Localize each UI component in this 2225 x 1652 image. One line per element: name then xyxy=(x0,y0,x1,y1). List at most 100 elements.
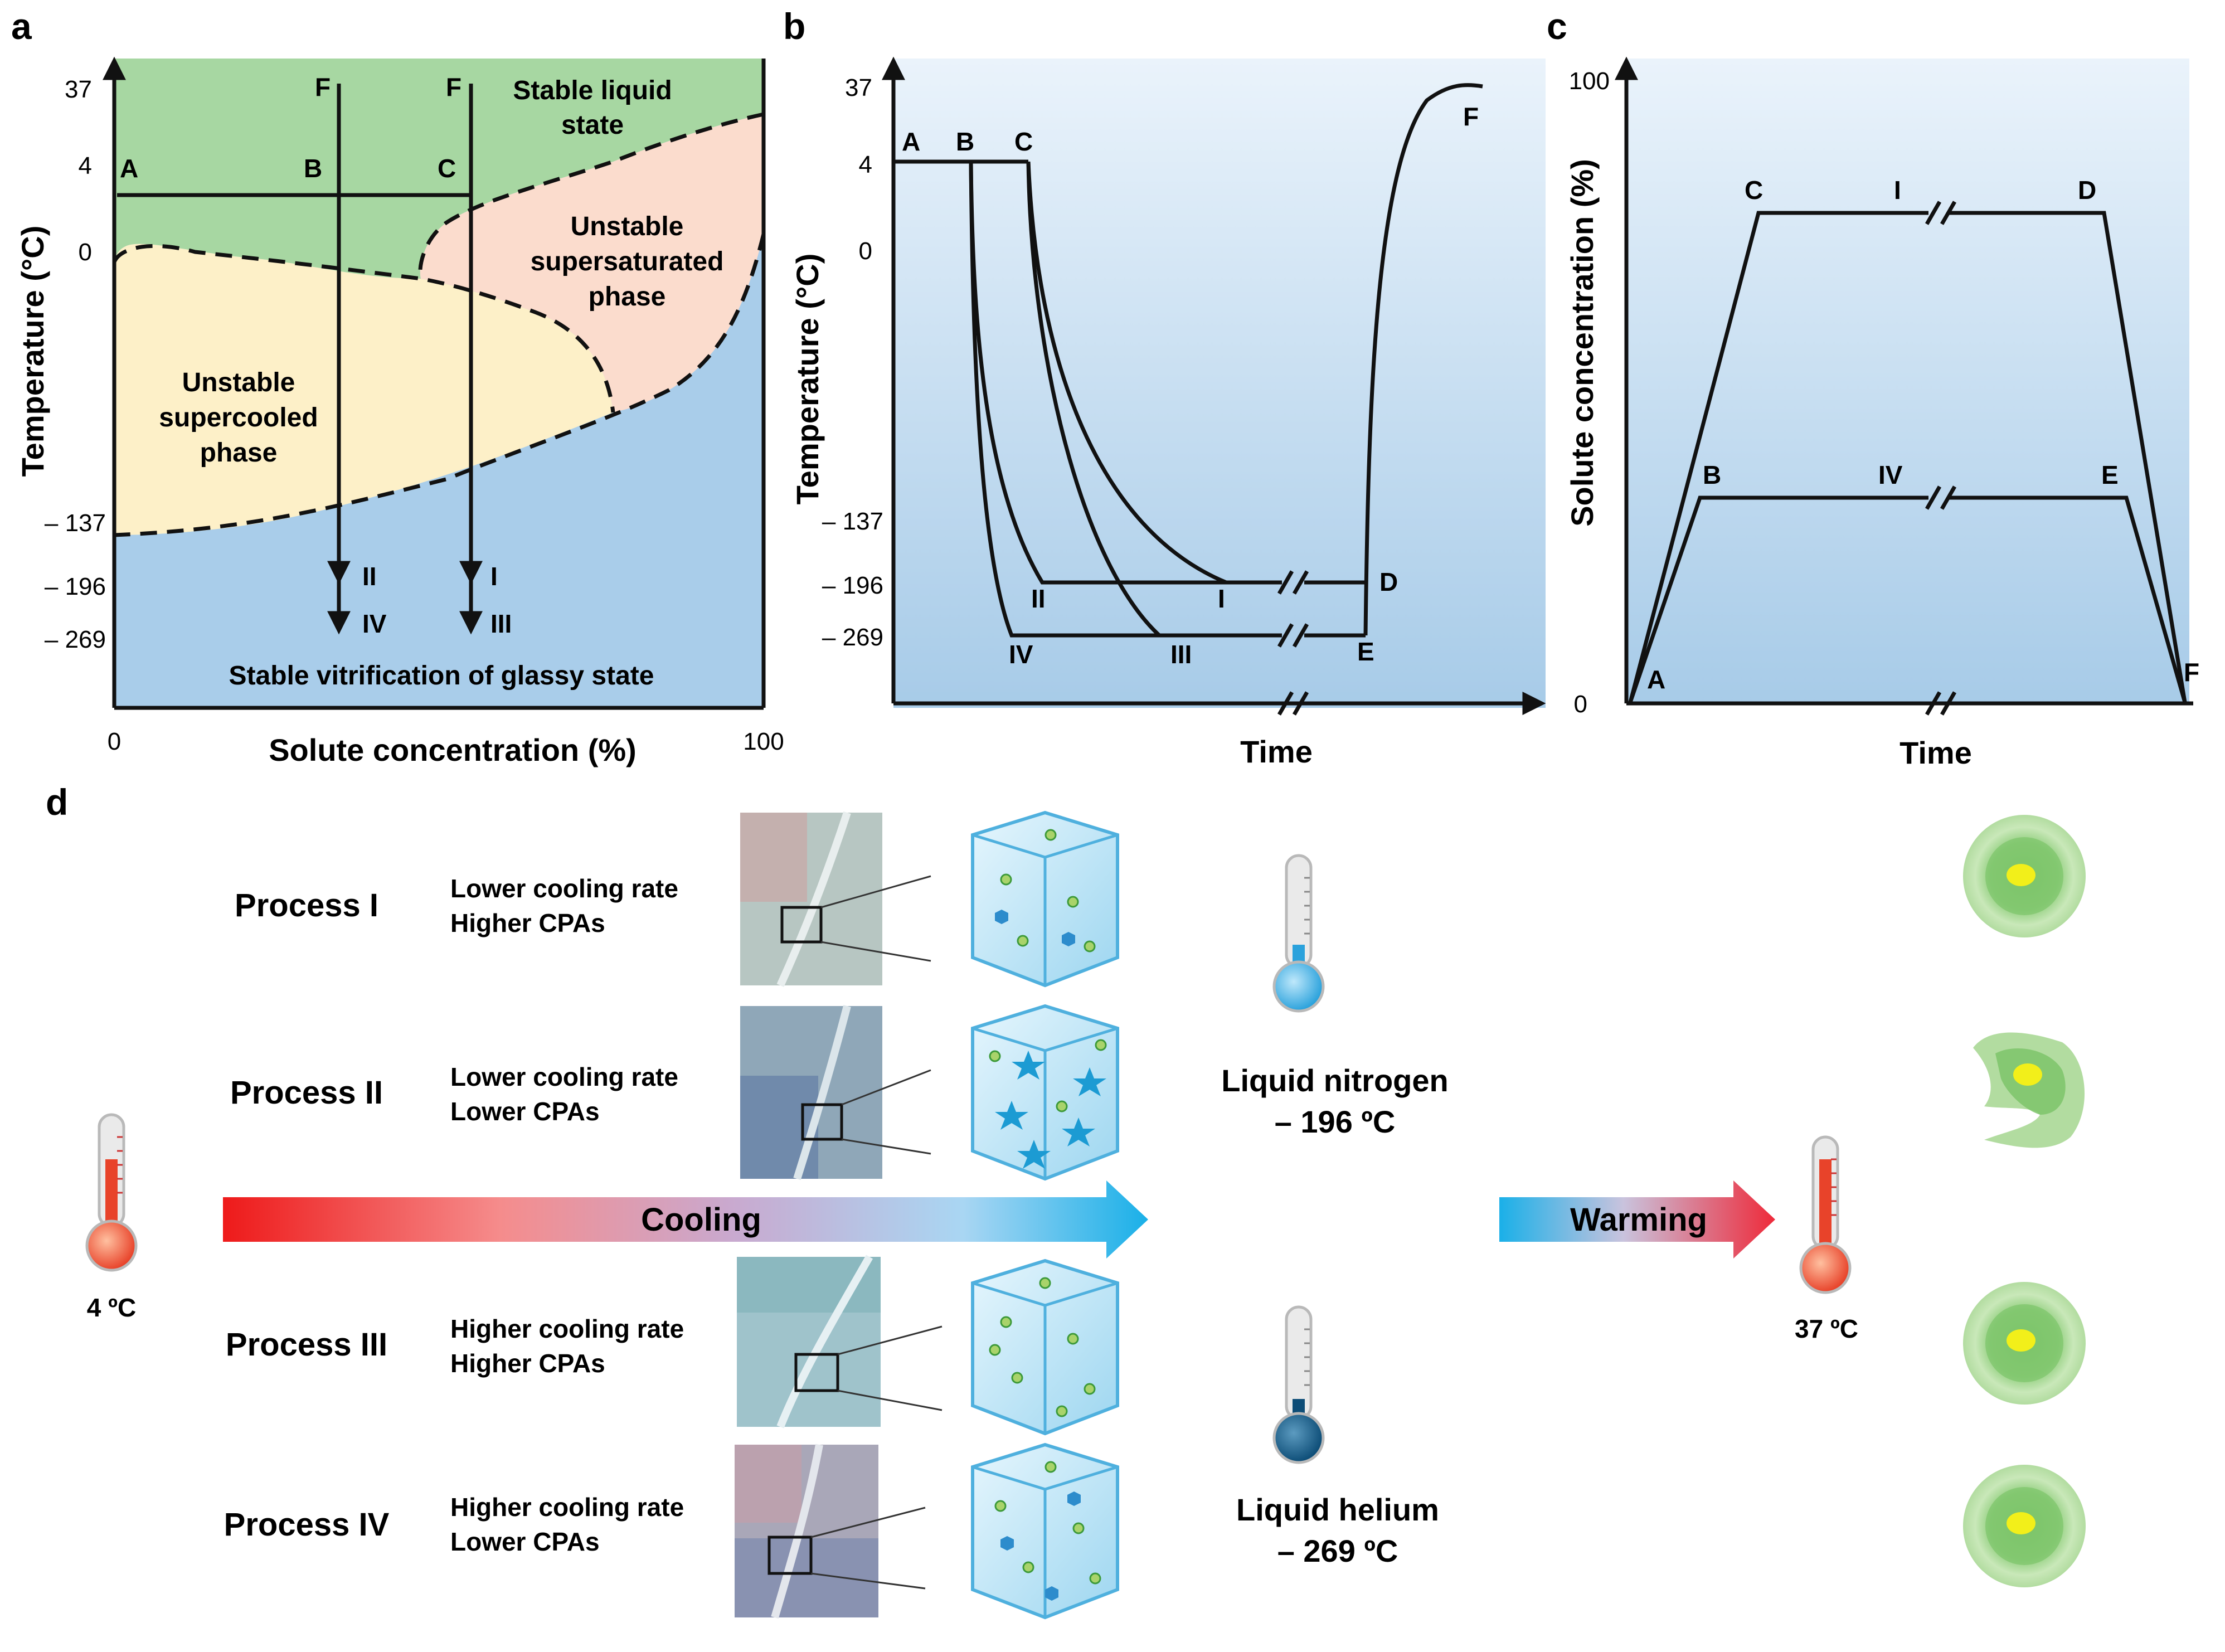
c-y-tick-0: 0 xyxy=(1574,691,1587,718)
zoom-line xyxy=(837,1325,943,1355)
break-mark-c-1 xyxy=(1925,201,1957,225)
curve-c-abef-right xyxy=(1948,495,2187,703)
label-supersaturated-2: supersaturated xyxy=(531,247,724,276)
process-line2: Higher CPAs xyxy=(450,1349,605,1378)
label-stable-liquid-1: Stable liquid xyxy=(513,76,672,105)
panel-c: c 100 0 Time Solute concentration (%) A … xyxy=(1547,6,2199,770)
break-mark-c-3 xyxy=(1925,691,1957,716)
path-label-b-II: II xyxy=(1031,584,1046,613)
point-b-D: D xyxy=(1379,567,1398,596)
end-temp: 37 ºC xyxy=(1795,1314,1858,1343)
micrograph-fiber xyxy=(771,1444,823,1619)
zoom-line xyxy=(837,1389,943,1411)
warming-label: Warming xyxy=(1570,1202,1707,1238)
region-supersaturated xyxy=(420,114,764,412)
warming-arrow: Warming xyxy=(1499,1180,1775,1259)
path-label-b-III: III xyxy=(1170,640,1192,669)
label-supercooled-3: phase xyxy=(200,438,278,468)
micrograph-shade xyxy=(740,1076,818,1179)
b-y-tick-0: 0 xyxy=(859,237,872,265)
micrograph-fiber xyxy=(776,1255,873,1429)
break-mark-b-2 xyxy=(1277,623,1309,648)
panel-c-background xyxy=(1626,59,2189,705)
panel-a-axes xyxy=(103,56,766,710)
ice-cube-icon xyxy=(971,1442,1119,1620)
boundary-supercooled-top xyxy=(112,244,615,413)
nitrogen-name: Liquid nitrogen xyxy=(1221,1063,1448,1098)
point-b-E: E xyxy=(1357,637,1374,666)
process-name: Process III xyxy=(226,1327,387,1363)
path-label-c-I: I xyxy=(1894,176,1901,205)
magnify-box xyxy=(801,1103,843,1141)
panel-a-label: a xyxy=(11,6,32,47)
process-line1: Higher cooling rate xyxy=(450,1314,684,1343)
thermometer-start-icon xyxy=(85,1113,138,1272)
panel-a-regions xyxy=(114,59,764,708)
curve-c-abef xyxy=(1628,495,1928,703)
break-mark-b-1 xyxy=(1277,570,1309,595)
b-y-tick-minus196: – 196 xyxy=(822,572,883,599)
point-b-F: F xyxy=(1463,102,1479,131)
label-stable-liquid-2: state xyxy=(561,110,624,140)
panel-b-curves xyxy=(895,83,1483,716)
point-a-F1: F xyxy=(315,72,331,101)
panel-d: d Process I Lower cooling rate Higher CP… xyxy=(46,781,2086,1620)
y-tick-minus269: – 269 xyxy=(45,626,106,653)
path-label-a-I: I xyxy=(490,562,498,591)
nitrogen-temp: – 196 ºC xyxy=(1275,1104,1396,1139)
panel-b-ylabel: Temperature (°C) xyxy=(790,254,825,505)
x-tick-0: 0 xyxy=(108,728,121,755)
panel-c-curves xyxy=(1628,201,2187,716)
panel-a-xlabel: Solute concentration (%) xyxy=(269,732,637,767)
y-tick-0: 0 xyxy=(79,239,92,266)
micrograph-shade xyxy=(735,1445,801,1523)
y-tick-4: 4 xyxy=(79,152,92,179)
ice-cube-icon xyxy=(971,1259,1119,1436)
magnify-box xyxy=(767,1536,813,1575)
panel-a-boundaries xyxy=(112,112,766,537)
cell-normal-icon xyxy=(1963,1465,2086,1587)
process-line2: Higher CPAs xyxy=(450,908,605,937)
micrograph-shade xyxy=(740,813,807,902)
zoom-line xyxy=(841,1138,931,1155)
panel-b-label: b xyxy=(783,6,805,47)
point-b-A: A xyxy=(902,127,920,156)
label-supercooled-1: Unstable xyxy=(182,368,295,397)
panel-a-y-ticks: 37 4 0 – 137 – 196 – 269 xyxy=(45,76,106,653)
path-label-a-III: III xyxy=(490,609,512,638)
ice-cube-with-crystals-icon xyxy=(971,1004,1119,1181)
panel-c-ylabel: Solute concentration (%) xyxy=(1565,159,1600,527)
panel-c-label: c xyxy=(1547,6,1567,47)
thermometer-end-icon xyxy=(1799,1135,1852,1294)
region-stable-liquid xyxy=(114,59,764,279)
point-b-C: C xyxy=(1014,127,1033,156)
b-y-tick-minus269: – 269 xyxy=(822,624,883,651)
boundary-supersaturated-glassy xyxy=(114,234,766,537)
zoom-line xyxy=(810,1572,926,1590)
process-line2: Lower CPAs xyxy=(450,1097,600,1126)
curve-c-acdf xyxy=(1628,211,1928,703)
panel-c-xlabel: Time xyxy=(1899,735,1972,770)
point-c-E: E xyxy=(2101,460,2119,489)
panel-a-paths xyxy=(117,84,483,635)
micrograph-shade xyxy=(737,1257,881,1313)
process-name: Process I xyxy=(235,887,378,924)
b-y-tick-minus137: – 137 xyxy=(822,508,883,535)
thermometer-nitrogen-icon xyxy=(1272,854,1325,1013)
process-name: Process IV xyxy=(224,1507,390,1543)
curve-b-i xyxy=(1026,161,1282,585)
b-y-tick-4: 4 xyxy=(859,151,872,178)
b-y-tick-37: 37 xyxy=(845,74,872,101)
zoom-line xyxy=(841,1069,931,1106)
path-label-c-IV: IV xyxy=(1878,460,1903,489)
cell-normal-icon xyxy=(1963,1282,2086,1405)
process-line2: Lower CPAs xyxy=(450,1527,600,1556)
point-a-C: C xyxy=(438,154,456,183)
process-row: Process I Lower cooling rate Higher CPAs xyxy=(235,810,1119,988)
cooling-arrow: Cooling xyxy=(223,1180,1148,1259)
path-label-b-I: I xyxy=(1218,584,1225,613)
label-supersaturated-1: Unstable xyxy=(571,212,684,241)
label-supercooled-2: supercooled xyxy=(159,403,318,433)
panel-b-xlabel: Time xyxy=(1240,734,1313,769)
